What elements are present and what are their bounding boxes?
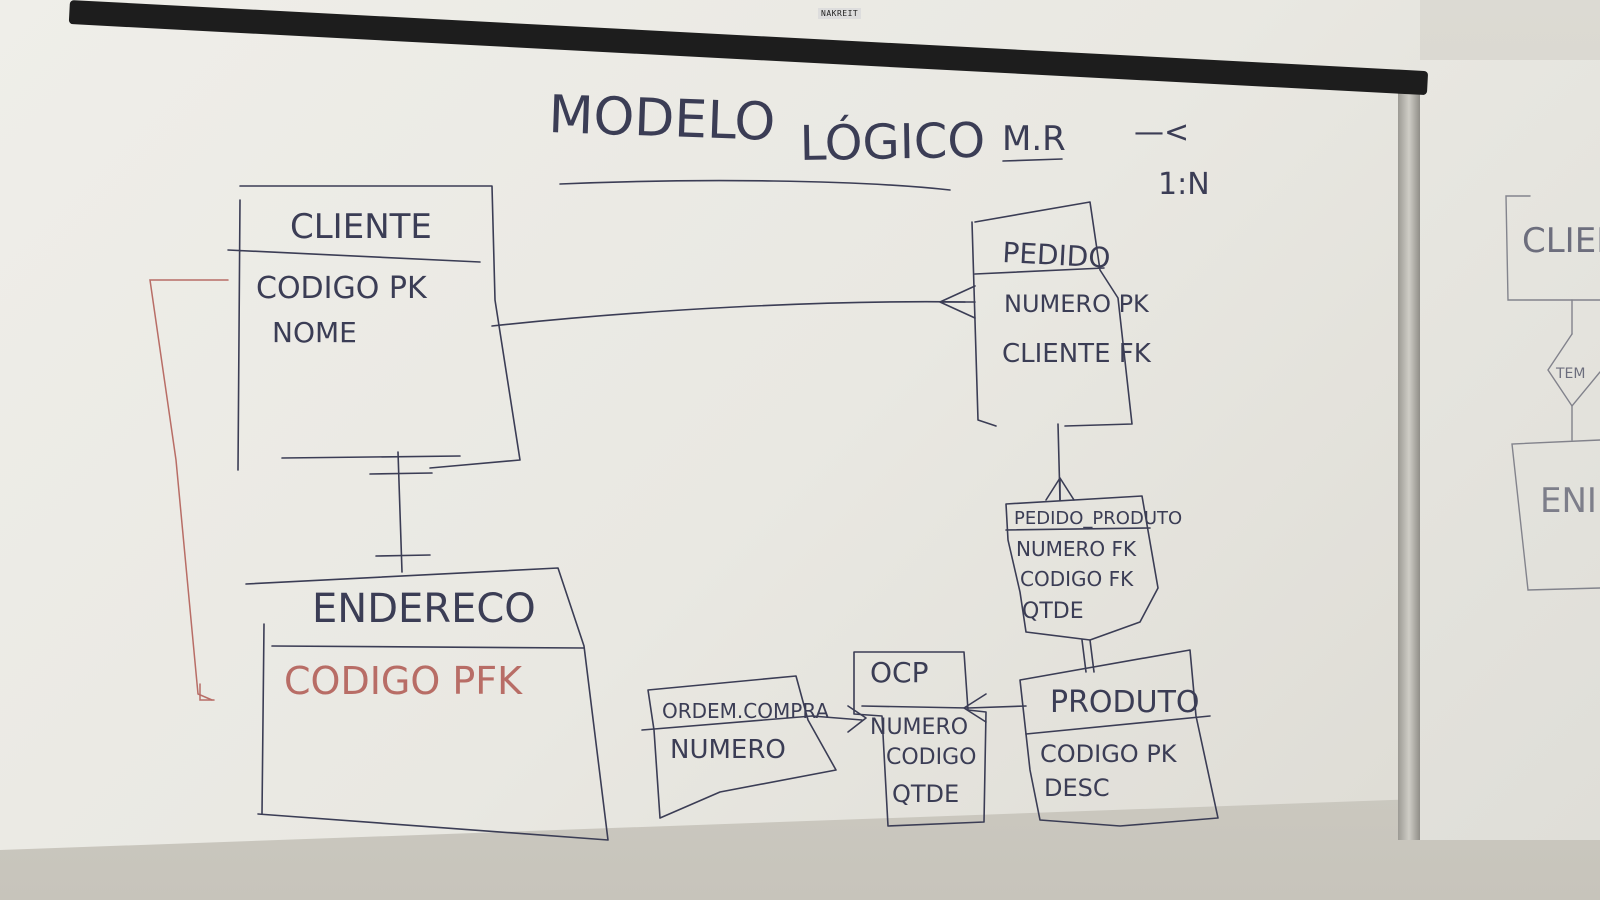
cliente-attr-2: NOME	[272, 316, 357, 349]
right-whiteboard	[1420, 60, 1600, 840]
pedido-attr-1: NUMERO PK	[1004, 290, 1150, 318]
whiteboard-frame	[1398, 90, 1420, 840]
right-diamond	[1547, 333, 1600, 408]
right-box-2	[1511, 439, 1600, 591]
brand-tag: NAKREIT	[818, 8, 862, 19]
cliente-title: CLIENTE	[290, 207, 432, 247]
right-diamond-label: TEM	[1555, 366, 1585, 382]
ocp-title: OCP	[870, 656, 928, 689]
pp-attr-1: NUMERO FK	[1016, 537, 1137, 561]
ocp-box	[853, 651, 987, 827]
pp-divider	[1005, 527, 1151, 531]
mr-underline	[1002, 158, 1063, 162]
ocp-attr-2: CODIGO	[886, 745, 976, 770]
board-title-word3: M.R	[1002, 119, 1066, 159]
red-tick	[199, 683, 215, 701]
main-whiteboard	[0, 0, 1420, 850]
produto-divider	[1025, 715, 1211, 735]
ocp-divider	[861, 705, 969, 709]
pedido-box	[971, 201, 1133, 427]
crowfoot-pp	[1045, 477, 1075, 501]
endereco-title: ENDERECO	[312, 586, 536, 632]
crowfoot-ocp-produto	[963, 693, 987, 723]
crowfoot-pedido	[939, 285, 976, 319]
bar-1	[369, 472, 433, 475]
cliente-pedido-line	[491, 300, 966, 327]
right-box-1	[1505, 195, 1600, 301]
produto-attr-1: CODIGO PK	[1040, 740, 1178, 768]
right-partial-entity-2: ENI	[1540, 481, 1597, 521]
board-title-word1: MODELO	[548, 85, 777, 153]
cliente-box	[227, 185, 521, 471]
cliente-endereco-line	[397, 451, 403, 573]
pedido-attr-2: CLIENTE FK	[1002, 339, 1152, 369]
endereco-box	[245, 567, 609, 841]
bar-top	[281, 455, 461, 459]
ocp-attr-3: QTDE	[892, 780, 959, 808]
board-title-word2: LÓGICO	[799, 112, 985, 172]
ordem-divider	[641, 715, 813, 731]
produto-title: PRODUTO	[1050, 685, 1200, 720]
note-label: 1:N	[1158, 167, 1210, 202]
red-bracket	[149, 279, 229, 701]
pp-attr-3: QTDE	[1022, 599, 1084, 624]
endereco-attr-1: CODIGO PFK	[284, 659, 523, 703]
bar-2	[375, 554, 431, 557]
ocp-produto-line	[967, 705, 1027, 709]
right-partial-entity-1: CLIEN	[1522, 221, 1600, 261]
produto-attr-2: DESC	[1044, 774, 1110, 802]
note-arrow: —<	[1134, 115, 1189, 150]
ocp-attr-1: NUMERO	[870, 715, 968, 740]
produto-box	[1019, 649, 1219, 827]
title-underline	[559, 179, 951, 191]
ordem-box	[647, 675, 837, 819]
ordem-attr-1: NUMERO	[670, 735, 786, 765]
pedido-title: PEDIDO	[1002, 236, 1112, 275]
pp-title: PEDIDO_PRODUTO	[1014, 508, 1182, 529]
ordem-title: ORDEM.COMPRA	[662, 699, 829, 723]
pp-attr-2: CODIGO FK	[1020, 567, 1134, 591]
cliente-attr-1: CODIGO PK	[256, 271, 428, 306]
ordem-ocp-line	[811, 715, 863, 721]
